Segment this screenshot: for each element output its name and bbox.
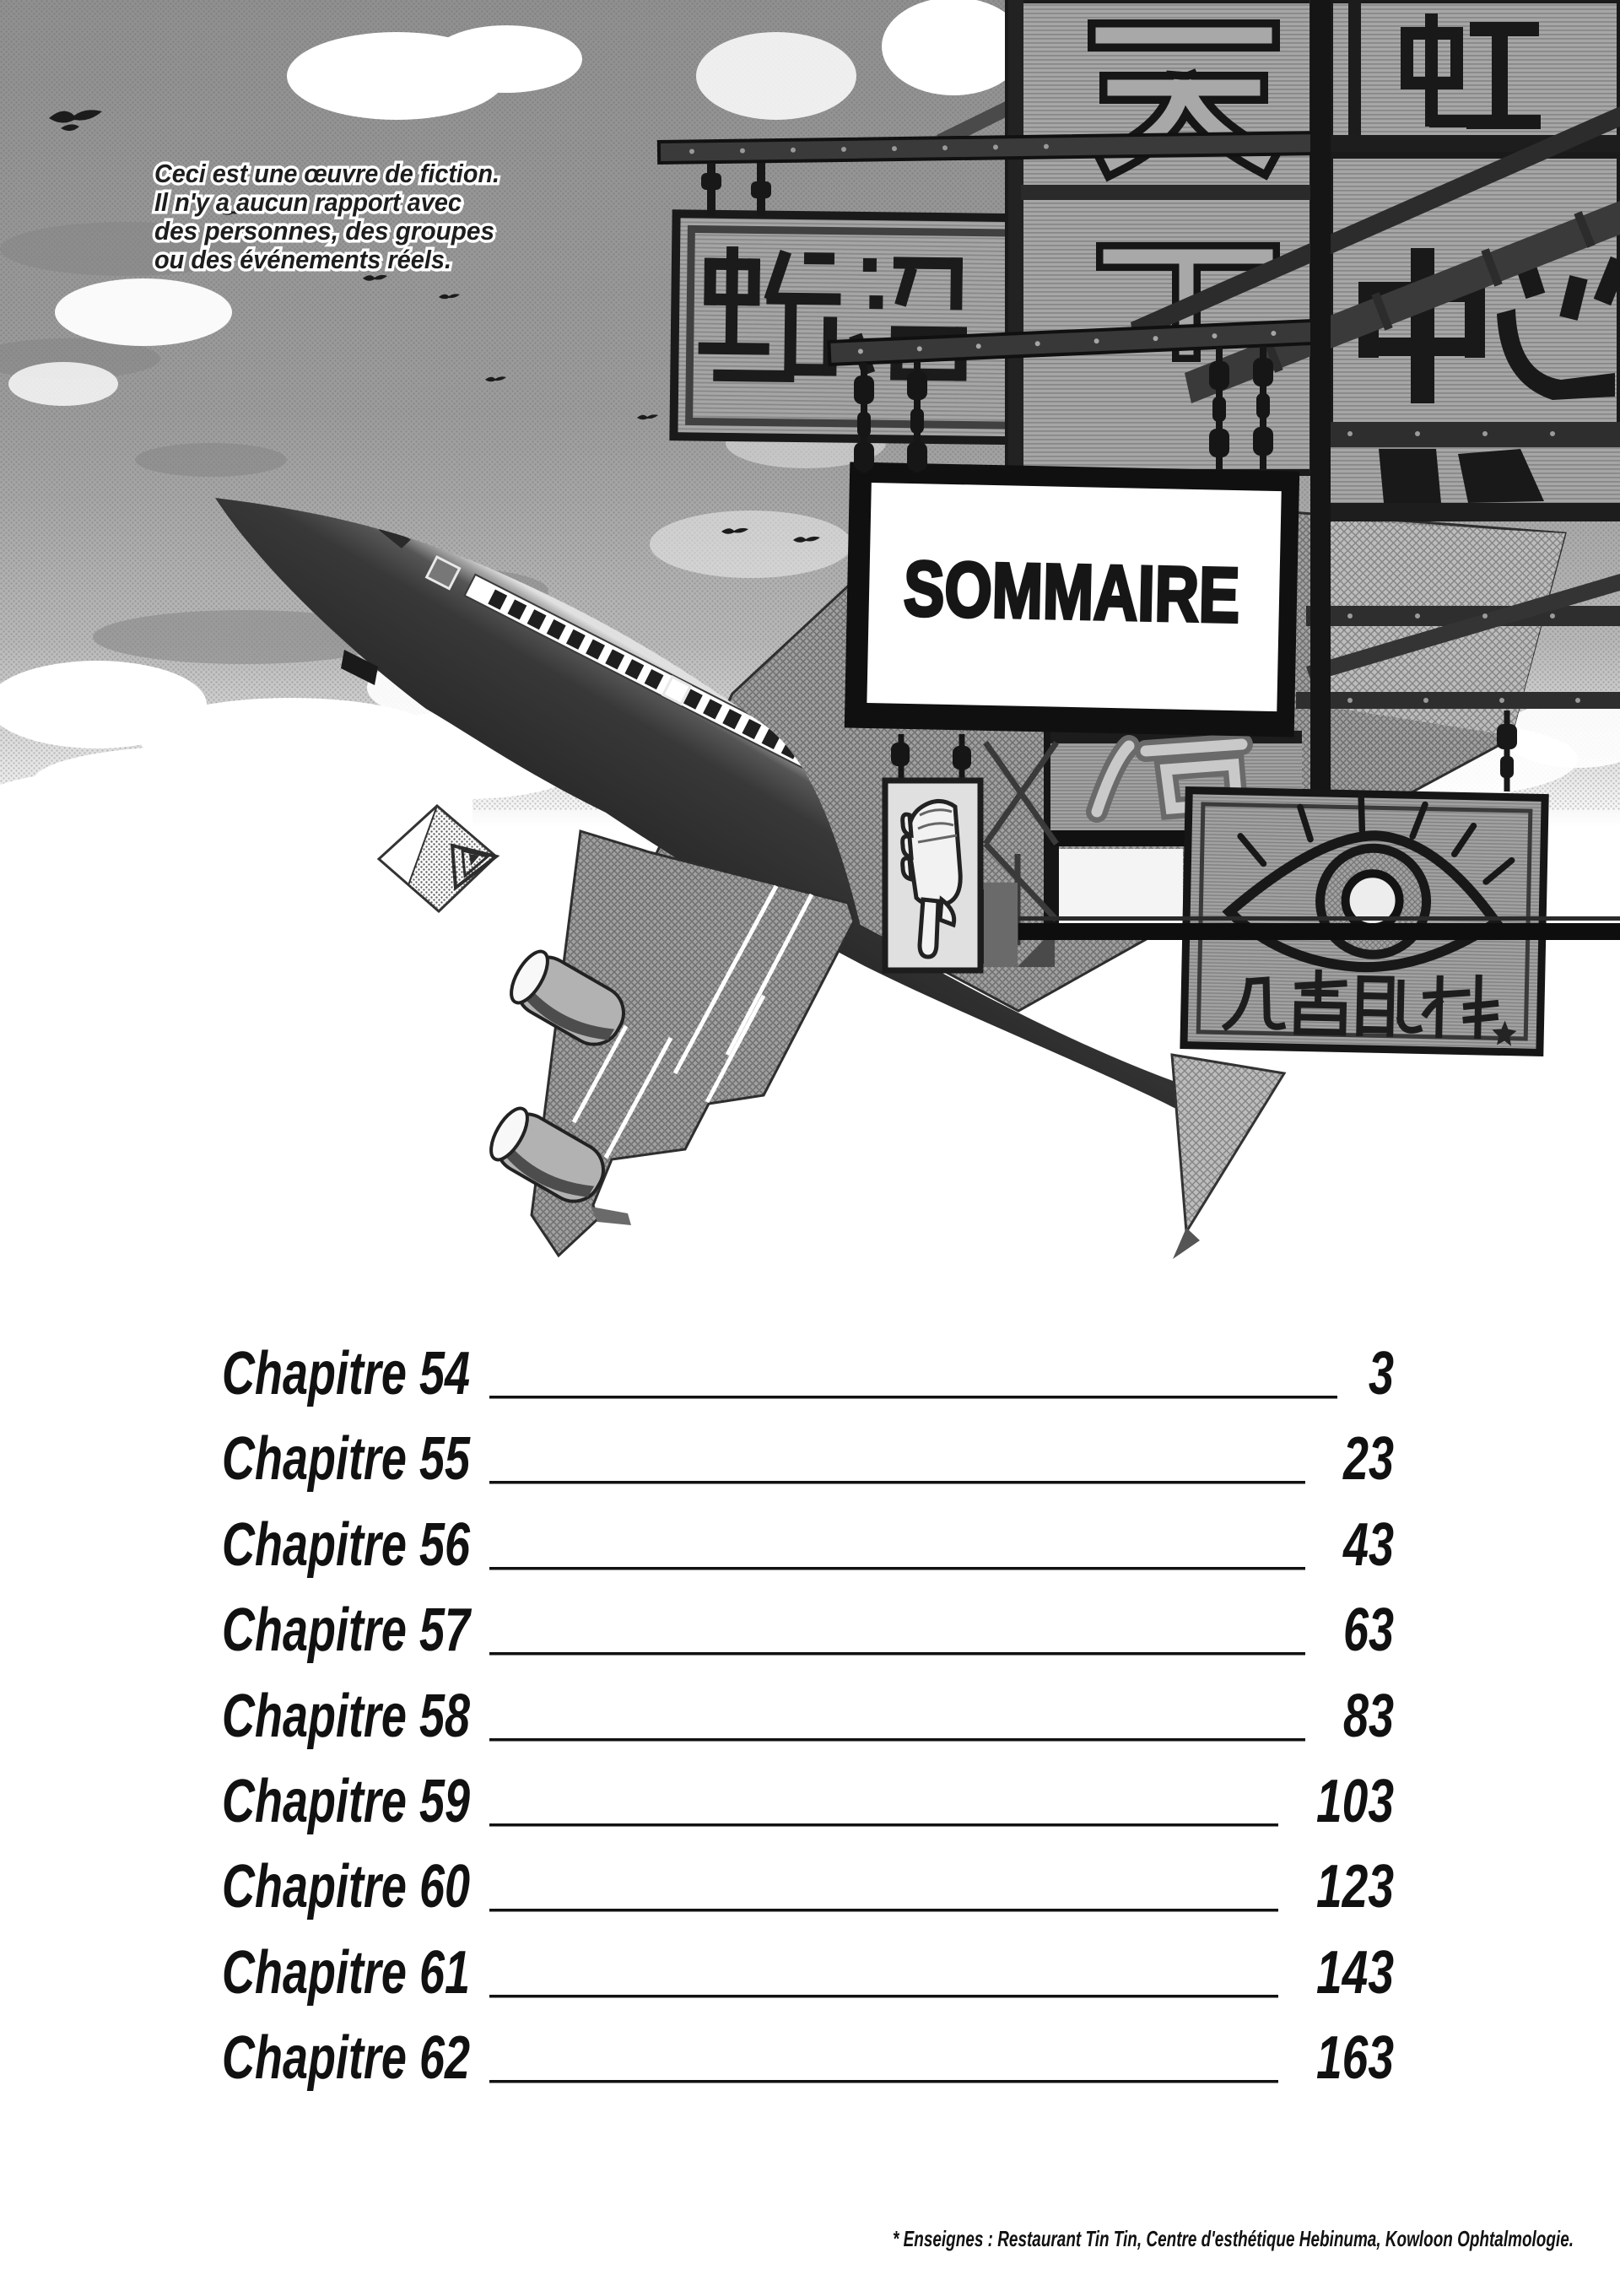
svg-text:des personnes, des groupes: des personnes, des groupes — [154, 216, 494, 246]
svg-text:* Enseignes : Restaurant Tin T: * Enseignes : Restaurant Tin Tin, Centre… — [893, 2226, 1574, 2251]
svg-text:Chapitre 60: Chapitre 60 — [222, 1853, 470, 1921]
svg-text:3: 3 — [1369, 1340, 1394, 1407]
svg-text:123: 123 — [1316, 1853, 1394, 1921]
svg-text:Chapitre 62: Chapitre 62 — [222, 2024, 470, 2092]
svg-text:143: 143 — [1316, 1939, 1394, 2007]
svg-text:ou des événements réels.: ou des événements réels. — [154, 245, 451, 274]
svg-text:63: 63 — [1343, 1596, 1394, 1664]
svg-text:Chapitre 56: Chapitre 56 — [222, 1511, 471, 1579]
svg-text:Chapitre 58: Chapitre 58 — [222, 1683, 470, 1750]
svg-text:23: 23 — [1342, 1425, 1394, 1493]
svg-text:83: 83 — [1343, 1683, 1394, 1750]
svg-text:Chapitre 57: Chapitre 57 — [222, 1596, 472, 1664]
svg-text:SOMMAIRE: SOMMAIRE — [903, 546, 1240, 639]
svg-text:163: 163 — [1316, 2024, 1394, 2092]
svg-text:Il n'y a aucun rapport avec: Il n'y a aucun rapport avec — [154, 187, 462, 217]
svg-text:Ceci est une œuvre de fiction.: Ceci est une œuvre de fiction. — [154, 159, 500, 188]
svg-text:Chapitre 61: Chapitre 61 — [222, 1939, 470, 2007]
svg-text:103: 103 — [1316, 1768, 1394, 1835]
svg-text:Chapitre 54: Chapitre 54 — [222, 1340, 470, 1407]
svg-text:Chapitre 55: Chapitre 55 — [222, 1425, 471, 1493]
svg-text:43: 43 — [1342, 1511, 1394, 1579]
svg-text:Chapitre 59: Chapitre 59 — [222, 1768, 470, 1835]
